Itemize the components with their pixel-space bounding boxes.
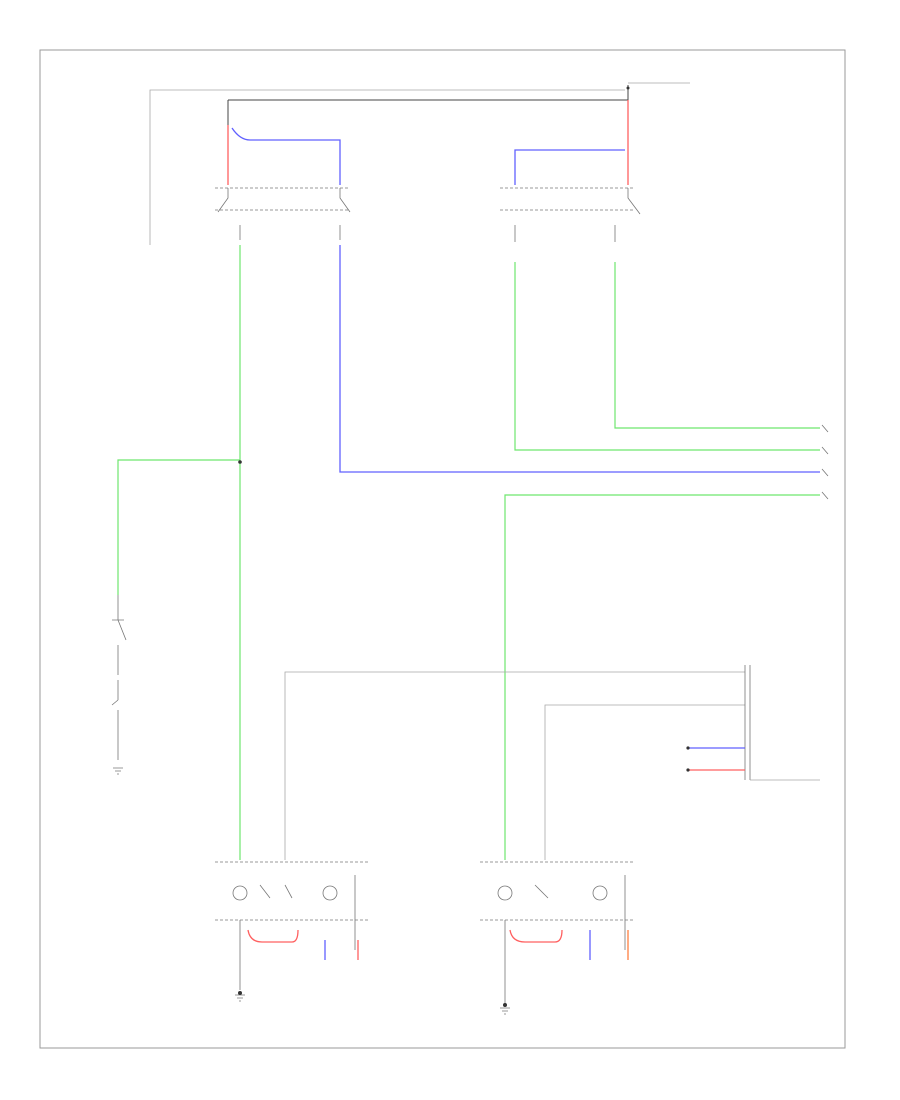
bottom-left-module — [215, 861, 370, 1002]
green-wire-right-a — [514, 262, 820, 451]
lead-dot-blue — [686, 746, 690, 750]
switch-left-b — [339, 188, 351, 213]
bulb-icon — [497, 885, 513, 901]
ground-symbol-icon — [500, 1007, 510, 1015]
red-loop-wire — [509, 929, 563, 943]
switch-right-a — [627, 188, 641, 215]
relay-right-leads — [514, 225, 616, 242]
splice-dot — [238, 460, 242, 464]
right-connector-ticks — [821, 424, 829, 500]
relay-left-blue-wire — [231, 127, 341, 185]
left-relay — [215, 100, 351, 240]
switch-left-a — [217, 188, 229, 213]
blue-wire-long — [339, 245, 820, 473]
switch-icon — [534, 884, 549, 899]
top-supply-bus — [149, 89, 625, 245]
bulb-icon — [232, 885, 248, 901]
green-branch-left — [117, 459, 240, 595]
switch-icon — [259, 884, 293, 899]
right-connector-bar — [744, 665, 751, 780]
fuse-feed-line — [228, 85, 629, 101]
gray-signal-wire-b — [544, 704, 745, 860]
right-relay — [500, 100, 641, 242]
relay-left-leads — [239, 225, 341, 240]
green-wire-right-main — [504, 494, 820, 860]
bulb-icon — [592, 885, 608, 901]
ground-symbol-icon — [113, 767, 123, 775]
lead-dot-red — [686, 768, 690, 772]
relay-right-blue-wire — [514, 149, 625, 185]
ground-symbol-icon — [235, 994, 245, 1002]
left-sensor-switch — [111, 595, 127, 775]
green-wire-right-b — [614, 262, 820, 429]
ground-dot — [503, 1003, 507, 1007]
bottom-right-module — [480, 861, 635, 1015]
junction-dot — [626, 86, 630, 90]
bulb-icon — [322, 885, 338, 901]
diagram-frame — [39, 49, 846, 1049]
ground-dot — [238, 991, 242, 995]
red-loop-wire — [247, 929, 299, 943]
gray-signal-wire-a — [284, 671, 745, 860]
